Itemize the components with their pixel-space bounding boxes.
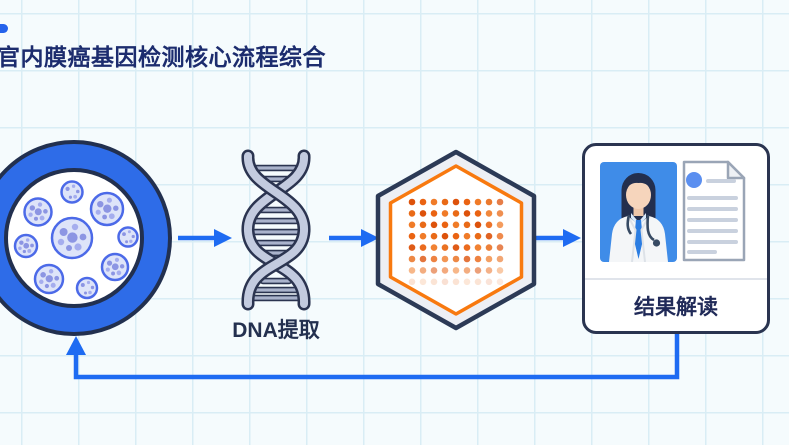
arrow-sample-to-dna: [178, 229, 232, 247]
card-divider: [585, 278, 767, 280]
title-accent-pill: [0, 24, 8, 33]
report-document-icon: [682, 160, 746, 262]
result-step-label: 结果解读: [634, 296, 718, 319]
report-text-lines: [687, 179, 738, 254]
doctor-photo-icon: [600, 162, 677, 262]
cell-cluster: [13, 180, 139, 300]
microarray-dot-grid: [408, 198, 504, 286]
page-title: 官内膜癌基因检测核心流程综合: [0, 44, 326, 70]
dna-strand-left: [241, 149, 311, 311]
arrow-chip-to-report: [532, 229, 581, 247]
feedback-loop-arrow: [66, 333, 680, 380]
doctor-figure: [609, 173, 668, 262]
dna-step-label: DNA提取: [232, 319, 320, 342]
dna-strand-right: [241, 149, 311, 311]
result-card: 结果解读: [582, 143, 770, 334]
report-badge-dot: [686, 172, 702, 188]
hexagon-microarray-icon: [375, 149, 537, 331]
stethoscope-icon: [646, 214, 655, 242]
dna-helix-icon: [241, 149, 311, 311]
arrow-dna-to-chip: [329, 229, 379, 247]
tissue-sample-icon: [0, 140, 172, 336]
